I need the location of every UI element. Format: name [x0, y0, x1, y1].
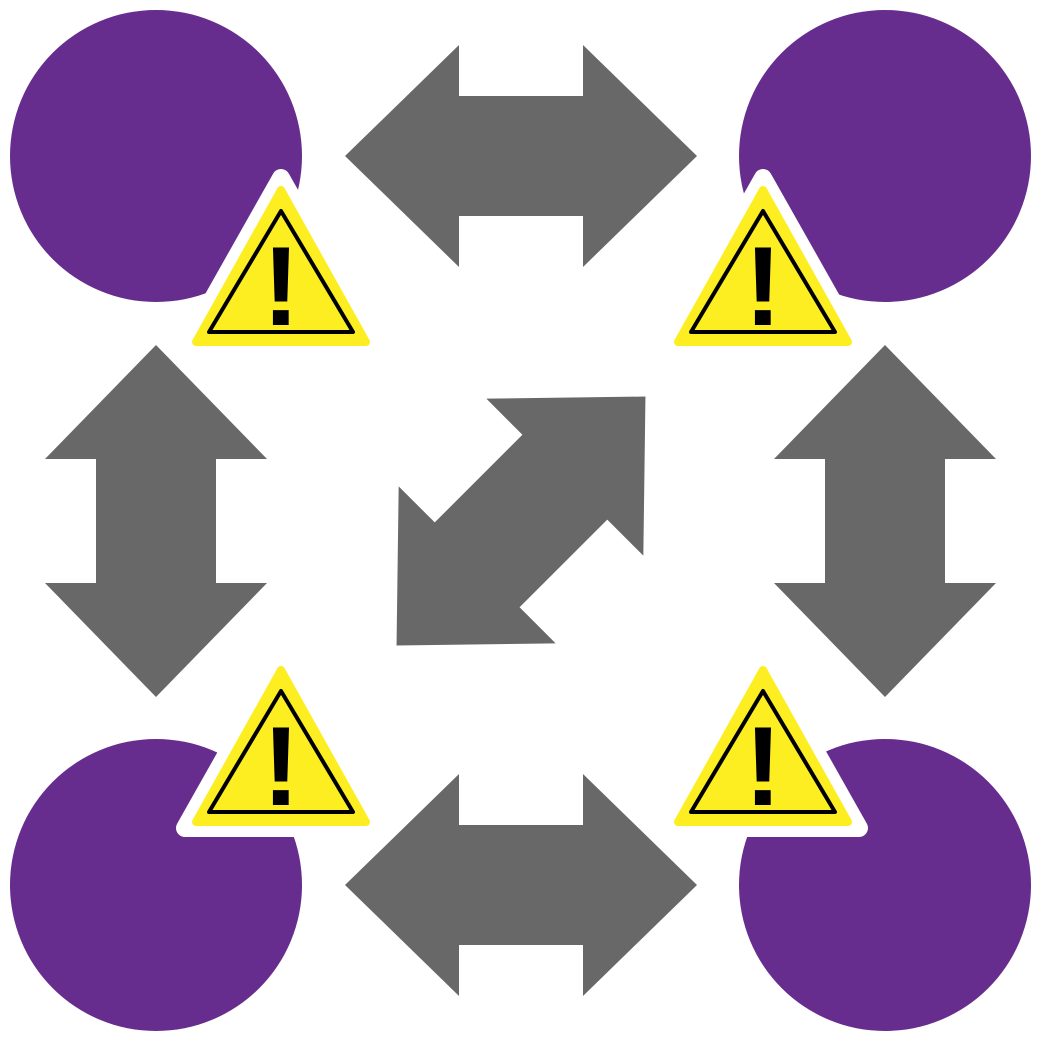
node-circle-top-right	[739, 10, 1031, 302]
warning-icon-bottom-left: !	[185, 658, 377, 829]
warning-icon-top-left: !	[185, 178, 377, 349]
warning-exclamation: !	[744, 704, 781, 829]
node-circle-top-left	[10, 10, 302, 302]
warning-icon-bottom-right: !	[667, 658, 859, 829]
double-arrow-top	[345, 45, 697, 267]
double-arrow-left	[45, 345, 267, 697]
warning-exclamation: !	[744, 224, 781, 349]
warning-exclamation: !	[262, 704, 299, 829]
double-arrow-diagonal-center	[318, 318, 724, 724]
double-arrow-right	[774, 345, 996, 697]
double-arrow-bottom	[345, 774, 697, 996]
warning-exclamation: !	[262, 224, 299, 349]
warning-icon-top-right: !	[667, 178, 859, 349]
